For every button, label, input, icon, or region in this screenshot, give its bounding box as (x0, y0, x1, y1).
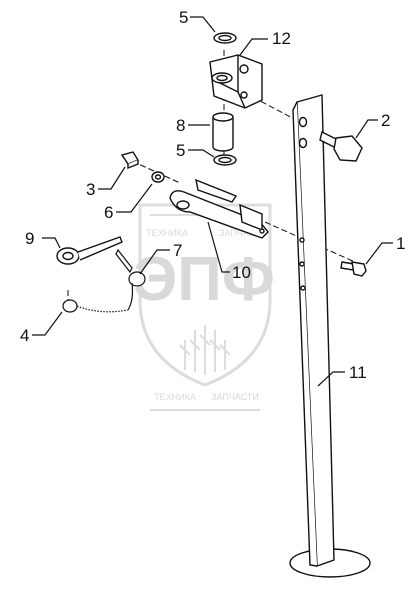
watermark-logo-text: ЭПФ (133, 245, 275, 314)
callout-6: 6 (104, 203, 113, 222)
part-9-eye-bolt (56, 236, 123, 265)
part-4-cable-tab (62, 299, 129, 313)
part-10-bracket (169, 178, 269, 239)
part-5-washer-mid (213, 154, 237, 166)
watermark-logo (138, 203, 272, 411)
leader-11 (317, 371, 345, 387)
part-8-pin (212, 112, 234, 152)
leader-7 (139, 249, 170, 275)
part-7-lynch-pin (115, 248, 146, 311)
leader-4 (32, 311, 63, 336)
part-6-washer (151, 171, 165, 183)
callout-8: 8 (176, 116, 185, 135)
callout-12: 12 (272, 29, 291, 48)
callout-1: 1 (396, 234, 405, 253)
part-5-washer-top (213, 32, 237, 44)
part-12-clevis-bracket (209, 54, 263, 109)
callout-10: 10 (232, 263, 251, 282)
part-3-square-nut (120, 151, 140, 170)
callout-4: 4 (20, 326, 29, 345)
leader-10 (207, 221, 230, 273)
leader-1 (365, 242, 393, 265)
callout-7: 7 (173, 241, 182, 260)
part-11-stand-leg (289, 94, 371, 578)
callout-9: 9 (25, 229, 34, 248)
watermark-top-left-text: ТЕХНИКА (146, 228, 188, 238)
callout-11: 11 (349, 363, 367, 382)
leader-3 (98, 166, 126, 190)
callout-5-mid: 5 (176, 141, 185, 160)
watermark-shield (138, 203, 272, 387)
leader-12 (239, 38, 268, 56)
leader-lines (32, 16, 393, 387)
part-1-bolt (340, 261, 367, 277)
leader-2 (355, 119, 378, 139)
leader-9 (42, 237, 61, 249)
callout-2: 2 (381, 111, 390, 130)
watermark-wheat-icon (179, 325, 231, 375)
watermark-bottom-right-text: ЗАПЧАСТИ (211, 392, 259, 402)
leader-5-top (190, 16, 216, 33)
leader-6 (116, 183, 153, 213)
leader-5-mid (188, 149, 215, 158)
part-2-bolt (319, 130, 363, 162)
callout-3: 3 (86, 180, 95, 199)
watermark-top-right-text: ЗАПЧАСТИ (219, 228, 267, 238)
callout-5-top: 5 (179, 8, 188, 27)
watermark-bottom-left-text: ТЕХНИКА (154, 392, 196, 402)
